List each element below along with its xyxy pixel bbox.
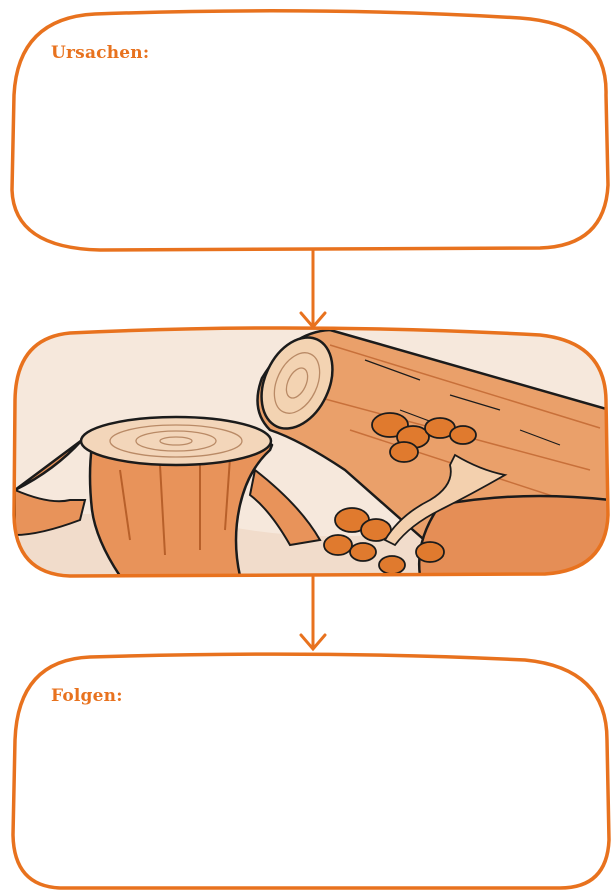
illustration-frame: [12, 326, 610, 578]
causes-box: [10, 9, 610, 252]
causes-label: Ursachen:: [51, 43, 150, 63]
fungi: [323, 412, 477, 575]
branch: [383, 453, 508, 547]
log: [256, 328, 608, 576]
effects-label: Folgen:: [51, 686, 123, 706]
illustration-felled-tree: [14, 327, 608, 576]
arrow-down-1: [299, 248, 327, 330]
effects-box: [11, 652, 611, 890]
arrow-down-2: [299, 575, 327, 652]
stump: [14, 415, 322, 576]
